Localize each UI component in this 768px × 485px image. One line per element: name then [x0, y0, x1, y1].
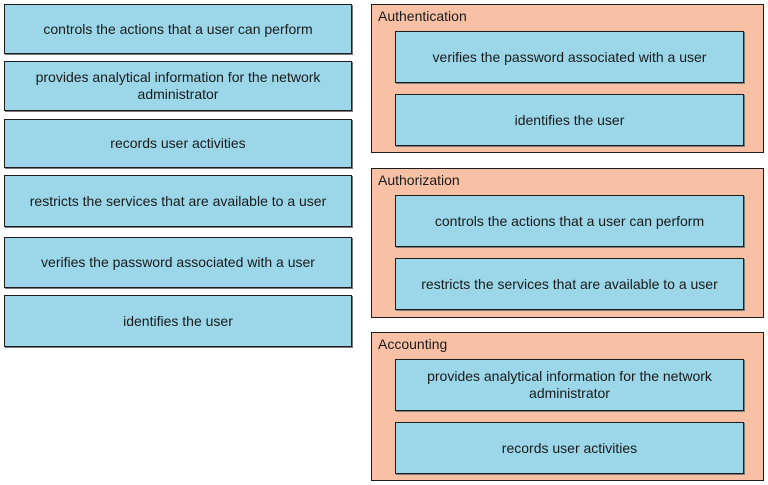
source-item-label: controls the actions that a user can per…: [43, 20, 313, 37]
placed-item-controls-actions[interactable]: controls the actions that a user can per…: [395, 195, 744, 247]
target-authorization[interactable]: Authorization controls the actions that …: [371, 168, 764, 318]
source-item-restricts-services[interactable]: restricts the services that are availabl…: [4, 175, 352, 227]
target-title: Accounting: [378, 336, 448, 352]
placed-item-label: provides analytical information for the …: [427, 368, 712, 401]
placed-item-verifies-password[interactable]: verifies the password associated with a …: [395, 31, 744, 83]
source-item-label: restricts the services that are availabl…: [29, 192, 327, 209]
placed-item-restricts-services[interactable]: restricts the services that are availabl…: [395, 258, 744, 310]
placed-item-label: verifies the password associated with a …: [432, 48, 707, 65]
source-item-analytical-info[interactable]: provides analytical information for the …: [4, 61, 352, 111]
source-item-label: verifies the password associated with a …: [41, 254, 315, 270]
source-item-controls-actions[interactable]: controls the actions that a user can per…: [4, 4, 352, 54]
placed-item-label: records user activities: [501, 439, 638, 456]
placed-item-identifies-user[interactable]: identifies the user: [395, 94, 744, 146]
source-item-records-activities[interactable]: records user activities: [4, 119, 352, 168]
placed-item-label: restricts the services that are availabl…: [421, 275, 718, 292]
target-title: Authentication: [378, 8, 467, 24]
source-item-label: records user activities: [110, 135, 246, 151]
placed-item-label: identifies the user: [514, 111, 625, 128]
source-item-identifies-user[interactable]: identifies the user: [4, 295, 352, 347]
placed-item-label: controls the actions that a user can per…: [434, 212, 705, 229]
placed-item-records-activities[interactable]: records user activities: [395, 422, 744, 474]
source-item-label: provides analytical information for the …: [35, 69, 321, 102]
target-title: Authorization: [378, 172, 460, 188]
target-authentication[interactable]: Authentication verifies the password ass…: [371, 4, 764, 153]
target-accounting[interactable]: Accounting provides analytical informati…: [371, 332, 764, 481]
source-item-label: identifies the user: [123, 312, 233, 329]
placed-item-analytical-info[interactable]: provides analytical information for the …: [395, 359, 744, 411]
source-item-verifies-password[interactable]: verifies the password associated with a …: [4, 237, 352, 288]
